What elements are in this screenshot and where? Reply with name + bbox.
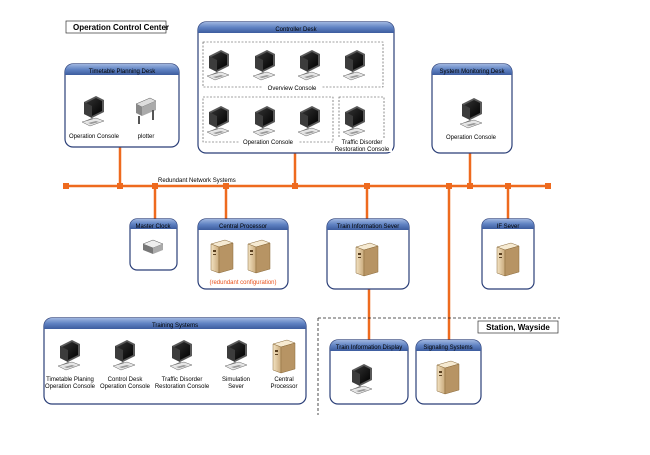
console-label: Operation Console [69, 134, 120, 140]
server-icon [272, 339, 296, 374]
traffic-label-1: Traffic Disorder [342, 140, 383, 146]
network-nodes [63, 183, 551, 189]
occ-title: Operation Control Center [73, 23, 169, 32]
panel-master-clock: Master Clock [129, 218, 178, 271]
training-label-5a: Central [274, 377, 293, 383]
operation-label: Operation Console [243, 140, 294, 146]
station-title: Station, Wayside [486, 323, 550, 332]
training-label-1b: Operation Console [45, 384, 96, 390]
training-label-3b: Restoration Console [155, 384, 210, 390]
station-divider [317, 317, 560, 415]
server-icon [247, 239, 271, 274]
panel-train-info-server: Train Information Sever [326, 218, 410, 290]
panel-train-info-display: Train Information Display [329, 339, 409, 405]
panel-title: Timetable Planning Desk [89, 69, 156, 75]
panel-title: System Monitoring Desk [439, 69, 505, 75]
panel-title: Master Clock [135, 224, 171, 230]
panel-title: Training Systems [152, 323, 198, 329]
training-label-4a: Simulation [222, 377, 250, 383]
panel-title: Train Information Display [336, 345, 402, 351]
panel-title: Train Information Sever [337, 224, 399, 230]
training-label-3a: Traffic Disorder [162, 377, 203, 383]
server-icon [355, 242, 379, 277]
overview-label: Overview Console [268, 86, 317, 92]
training-label-5b: Processor [270, 384, 297, 390]
panel-signaling: Signaling Systems [415, 339, 482, 405]
server-icon [496, 242, 520, 277]
training-label-2b: Operation Console [100, 384, 151, 390]
redundant-note: (redundant configuration) [209, 280, 276, 286]
server-icon [436, 360, 460, 395]
panel-central-processor: Central Processor (redundant configurati… [197, 218, 289, 290]
panel-title: IF Sever [497, 224, 520, 230]
panel-timetable: Timetable Planning Desk Operation Consol… [64, 63, 180, 148]
clock-icon [142, 239, 164, 254]
plotter-label: plotter [138, 134, 155, 140]
training-label-2a: Control Desk [108, 377, 144, 383]
network-label: Redundant Network Systems [158, 178, 236, 184]
panel-title: Signaling Systems [423, 345, 472, 351]
panel-title: Controller Desk [275, 27, 317, 33]
console-label: Operation Console [446, 135, 497, 141]
server-icon [210, 239, 234, 274]
plotter-icon [135, 97, 157, 124]
training-label-4b: Sever [228, 384, 244, 390]
panel-training: Training Systems Timetable Planing Opera… [43, 317, 307, 405]
panel-if-server: IF Sever [481, 218, 535, 290]
traffic-label-2: Restoration Console [335, 147, 390, 153]
training-label-1a: Timetable Planing [46, 377, 94, 383]
panel-system-monitoring: System Monitoring Desk Operation Console [431, 63, 513, 154]
panel-controller: Controller Desk Overview Console Operati… [197, 21, 395, 154]
panel-title: Central Processor [219, 224, 267, 230]
